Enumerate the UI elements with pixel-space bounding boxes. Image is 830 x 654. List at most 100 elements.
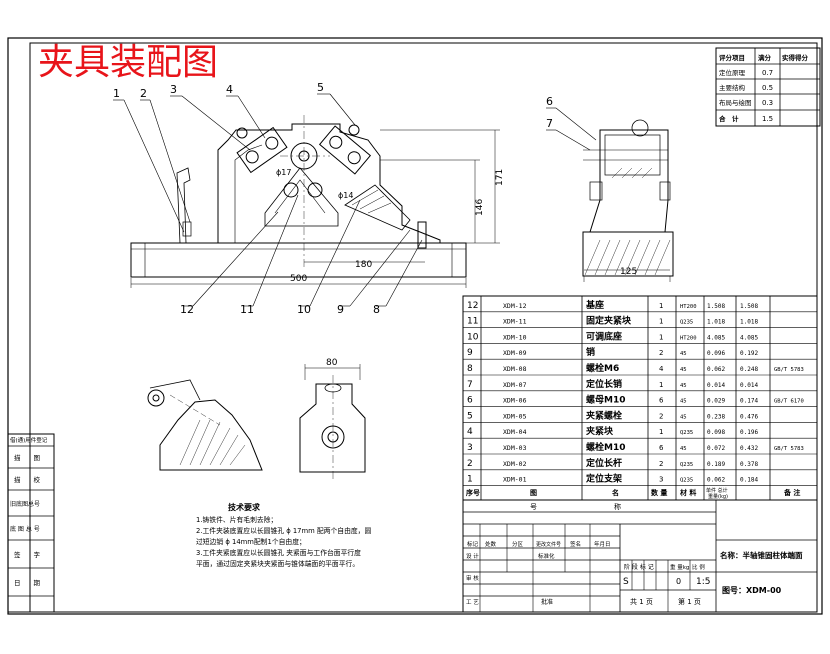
bom-cell-unit: 1.508 — [707, 303, 725, 310]
tb-scale-label: 比 例 — [692, 563, 705, 571]
bom-cell-name: 螺母M10 — [586, 394, 625, 406]
bom-cell-no: 5 — [467, 411, 473, 421]
bom-header-weight: 单件 总计 — [706, 487, 728, 494]
tb-rev-header: 处数 — [485, 540, 497, 548]
balloon-11: 11 — [240, 303, 254, 316]
balloon-9: 9 — [337, 303, 344, 316]
bom-cell-unit: 0.029 — [707, 398, 725, 405]
bom-cell-no: 4 — [467, 427, 473, 437]
bom-cell-unit: 1.018 — [707, 319, 725, 326]
score-row-item: 定位原理 — [719, 68, 746, 77]
tb-stage-s: S — [623, 577, 629, 587]
bom-cell-code: XDM-12 — [503, 302, 527, 310]
tb-design: 设 计 — [466, 552, 479, 560]
bom-cell-code: XDM-05 — [503, 412, 527, 420]
side-view — [582, 119, 674, 282]
dim-phi14: ϕ14 — [338, 191, 353, 200]
tb-weight-value: 0 — [676, 577, 681, 586]
balloon-3: 3 — [170, 83, 177, 96]
bom-cell-name: 夹紧螺栓 — [586, 409, 622, 421]
bom-cell-note: GB/T 5783 — [774, 367, 804, 373]
bom-cell-name: 定位支架 — [585, 473, 622, 485]
tb-sheet-no: 第 1 页 — [678, 597, 701, 606]
bom-cell-name: 夹紧块 — [586, 425, 614, 437]
side-table-cell: 借(通)用件登记 — [10, 436, 48, 444]
balloon-12: 12 — [180, 303, 194, 316]
dim-500: 500 — [290, 274, 307, 284]
bom-cell-total: 0.184 — [740, 477, 758, 484]
bom-cell-unit: 4.085 — [707, 334, 725, 341]
side-view-hatching — [584, 167, 671, 276]
bom-cell-code: XDM-10 — [503, 333, 527, 341]
detail-view-left-hatching — [179, 419, 246, 466]
bom-cell-no: 11 — [467, 317, 478, 327]
side-table-cell: 旧底图总号 — [10, 500, 40, 508]
bom-cell-name: 螺栓M10 — [586, 441, 625, 453]
side-table-cell: 描 校 — [14, 475, 41, 484]
bom-cell-material: HT200 — [680, 304, 697, 310]
bom-cell-no: 8 — [467, 364, 473, 374]
balloon-4: 4 — [226, 83, 233, 96]
score-row-value: 1.5 — [762, 115, 773, 123]
tb-rev-header: 标记 — [467, 540, 479, 548]
bom-cell-code: XDM-01 — [503, 476, 527, 484]
bom-cell-unit: 0.014 — [707, 382, 725, 389]
bom-cell-qty: 2 — [659, 412, 663, 420]
bom-cell-unit: 0.072 — [707, 445, 725, 452]
bom-cell-material: 45 — [680, 446, 687, 452]
bom-cell-total: 0.174 — [740, 398, 758, 405]
bom-cell-no: 9 — [467, 348, 473, 358]
bom-cell-no: 3 — [467, 443, 473, 453]
bom-cell-total: 0.432 — [740, 445, 758, 452]
bom-cell-total: 0.192 — [740, 350, 758, 357]
bom-cell-unit: 0.096 — [707, 350, 725, 357]
bom-cell-qty: 3 — [659, 476, 663, 484]
bom-cell-name: 销 — [586, 346, 595, 358]
bom-cell-code: XDM-04 — [503, 428, 527, 436]
bom-cell-total: 1.018 — [740, 319, 758, 326]
score-row-value: 0.5 — [762, 84, 773, 92]
tb-rev-header: 签名 — [570, 540, 581, 548]
tb-rev-header: 年月日 — [594, 540, 611, 548]
bom-cell-qty: 2 — [659, 349, 663, 357]
tb-scale-value: 1:5 — [696, 577, 710, 587]
bom-cell-name: 定位长销 — [585, 378, 622, 390]
bom-cell-material: Q235 — [680, 462, 693, 468]
bom-header-weight-unit: 重量(kg) — [708, 493, 728, 500]
detail-view-center — [299, 364, 366, 480]
bom-cell-total: 0.248 — [740, 366, 758, 373]
score-row-item: 主要结构 — [719, 83, 746, 92]
bom-header-code: 图 — [530, 488, 537, 497]
bom-header-qty: 数 量 — [651, 488, 667, 497]
dim-146: 146 — [475, 199, 485, 216]
bom-cell-no: 6 — [467, 396, 473, 406]
tb-standard: 标准化 — [538, 552, 555, 560]
bom-cell-no: 10 — [467, 332, 479, 342]
bom-cell-total: 0.196 — [740, 429, 758, 436]
bom-cell-material: Q235 — [680, 430, 693, 436]
tb-rev-header: 更改文件号 — [536, 541, 561, 548]
bom-cell-material: 45 — [680, 399, 687, 405]
tech-req-line: 3.工件夹紧底置应以长圆锥孔 夹紧面与工作台面平行度 — [196, 548, 361, 557]
bom-cell-material: Q235 — [680, 320, 693, 326]
bom-cell-name: 固定夹紧块 — [586, 315, 632, 327]
bom-cell-material: 45 — [680, 383, 687, 389]
dim-80: 80 — [326, 358, 338, 368]
bom-header-material: 材 料 — [679, 488, 696, 497]
bom-cell-name: 可调底座 — [586, 330, 622, 342]
title-stamp: 夹具装配图 — [38, 42, 218, 83]
tb-sheets-total: 共 1 页 — [630, 597, 653, 606]
tech-req-line: 2.工件夹装底置应以长圆锥孔 ϕ 17mm 配两个自由度，圆 — [196, 526, 371, 535]
bom-cell-total: 4.085 — [740, 334, 758, 341]
tb-label-name: 称 — [614, 502, 621, 511]
balloon-6: 6 — [546, 95, 553, 108]
score-row-value: 0.3 — [762, 99, 773, 107]
tb-stage-mark: 阶 段 标 记 — [624, 563, 654, 571]
